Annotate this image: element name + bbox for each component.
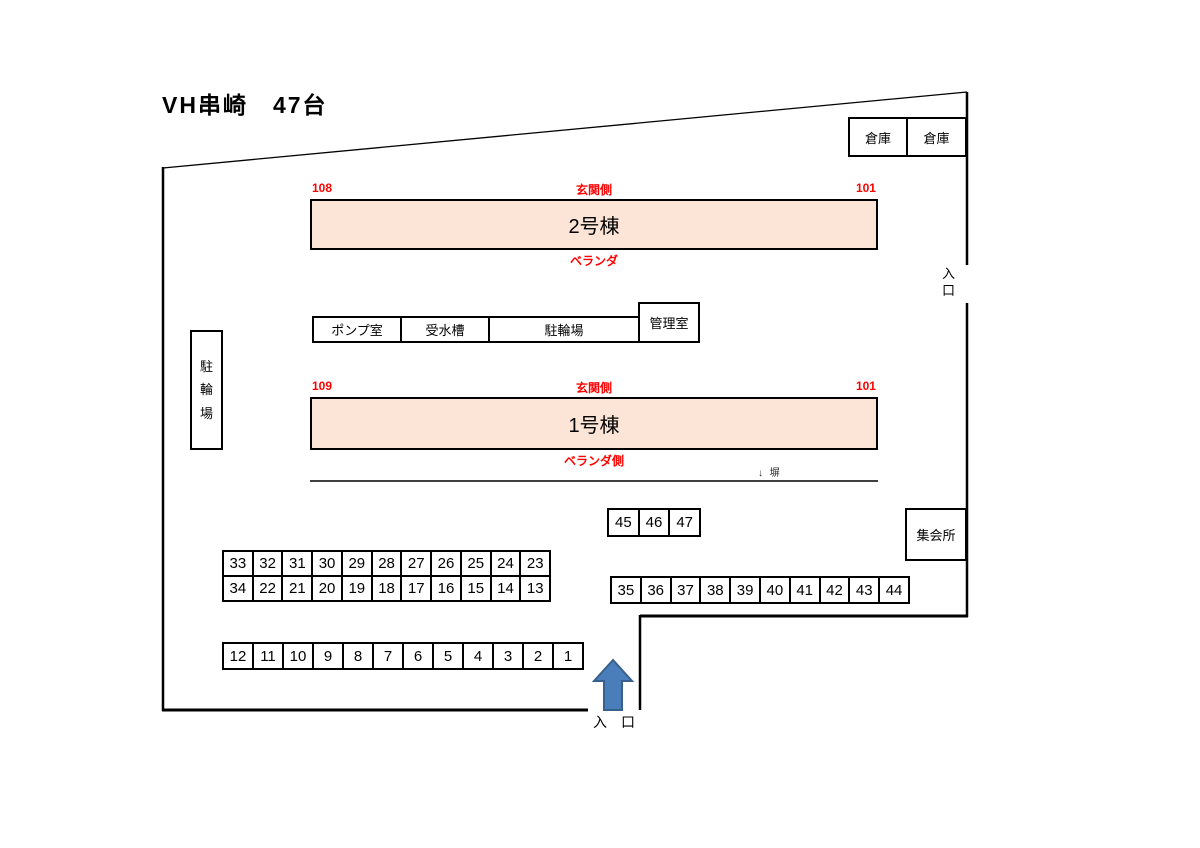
parking-space: 42 bbox=[821, 578, 851, 602]
parking-space: 19 bbox=[343, 577, 373, 600]
parking-space: 2 bbox=[524, 644, 554, 668]
parking-space: 4 bbox=[464, 644, 494, 668]
meeting-hall: 集会所 bbox=[905, 508, 967, 561]
parking-space: 40 bbox=[761, 578, 791, 602]
parking-space: 45 bbox=[609, 510, 640, 535]
parking-space: 43 bbox=[850, 578, 881, 602]
parking-space: 23 bbox=[526, 555, 544, 572]
parking-space: 5 bbox=[434, 644, 464, 668]
pump-room: ポンプ室 bbox=[312, 316, 402, 343]
parking-space: 7 bbox=[374, 644, 404, 668]
parking-space: 41 bbox=[791, 578, 821, 602]
parking-space: 38 bbox=[701, 578, 732, 602]
fence-label: ↓ 塀 bbox=[758, 468, 782, 479]
bicycle-parking-center: 駐輪場 bbox=[488, 316, 640, 343]
parking-space: 47 bbox=[676, 514, 694, 531]
parking-space: 9 bbox=[314, 644, 344, 668]
parking-space: 15 bbox=[462, 577, 492, 600]
parking-space: 20 bbox=[313, 577, 343, 600]
entrance-south-label: 入 口 bbox=[593, 714, 635, 730]
building1: 1号棟 bbox=[310, 397, 878, 450]
parking-space: 17 bbox=[402, 577, 433, 600]
building1-entrance-side-label: 玄関側 bbox=[575, 381, 612, 395]
parking-space: 35 bbox=[612, 578, 642, 602]
parking-space: 10 bbox=[284, 644, 314, 668]
building1-top-labels: 109 玄関側 101 bbox=[310, 379, 878, 396]
parking-space: 3 bbox=[494, 644, 524, 668]
parking-space: 16 bbox=[432, 577, 462, 600]
parking-space: 18 bbox=[373, 577, 403, 600]
building1-unit-right-label: 101 bbox=[855, 379, 876, 393]
parking-space: 1 bbox=[563, 647, 573, 665]
parking-space: 26 bbox=[432, 552, 462, 575]
parking-space: 25 bbox=[462, 552, 492, 575]
boundary-top-slanted-line bbox=[162, 91, 968, 169]
parking-space: 11 bbox=[254, 644, 284, 668]
building2-unit-left-label: 108 bbox=[312, 181, 333, 195]
building1-veranda-label: ベランダ側 bbox=[563, 454, 624, 468]
building2: 2号棟 bbox=[310, 199, 878, 250]
building2-veranda-label: ベランダ bbox=[569, 254, 618, 268]
parking-space: 37 bbox=[672, 578, 702, 602]
entrance-east-text: 入口 bbox=[941, 266, 955, 298]
parking-space: 6 bbox=[404, 644, 434, 668]
building2-unit-right-label: 101 bbox=[855, 181, 876, 195]
bicycle-parking-west-text: 駐輪場 bbox=[199, 358, 213, 421]
parking-space: 30 bbox=[313, 552, 343, 575]
management-room: 管理室 bbox=[638, 302, 700, 343]
storage-shed-right: 倉庫 bbox=[906, 117, 967, 157]
building2-top-labels: 108 玄関側 101 bbox=[310, 181, 878, 198]
parking-space: 21 bbox=[283, 577, 314, 600]
storage-shed-left: 倉庫 bbox=[848, 117, 908, 157]
parking-space: 29 bbox=[343, 552, 373, 575]
parking-space: 33 bbox=[224, 552, 254, 575]
parking-space: 36 bbox=[642, 578, 672, 602]
parking-space: 13 bbox=[526, 580, 544, 597]
parking-space: 14 bbox=[492, 577, 522, 600]
building1-unit-left-label: 109 bbox=[312, 379, 333, 393]
entrance-arrow-icon bbox=[591, 658, 635, 711]
parking-space: 27 bbox=[402, 552, 433, 575]
parking-space: 34 bbox=[224, 577, 254, 600]
bicycle-parking-west: 駐輪場 bbox=[190, 330, 223, 450]
water-tank: 受水槽 bbox=[400, 316, 490, 343]
parking-space: 22 bbox=[254, 577, 284, 600]
parking-space: 8 bbox=[344, 644, 374, 668]
page-title: VH串崎 47台 bbox=[162, 92, 328, 118]
building2-entrance-side-label: 玄関側 bbox=[575, 183, 612, 197]
entrance-east-label: 入口 bbox=[941, 266, 956, 300]
parking-space: 31 bbox=[283, 552, 314, 575]
parking-space: 12 bbox=[224, 644, 254, 668]
parking-space: 46 bbox=[640, 510, 671, 535]
parking-space: 39 bbox=[731, 578, 761, 602]
parking-space: 44 bbox=[885, 581, 903, 599]
parking-space: 28 bbox=[373, 552, 403, 575]
parking-space: 32 bbox=[254, 552, 284, 575]
parking-space: 24 bbox=[492, 552, 522, 575]
